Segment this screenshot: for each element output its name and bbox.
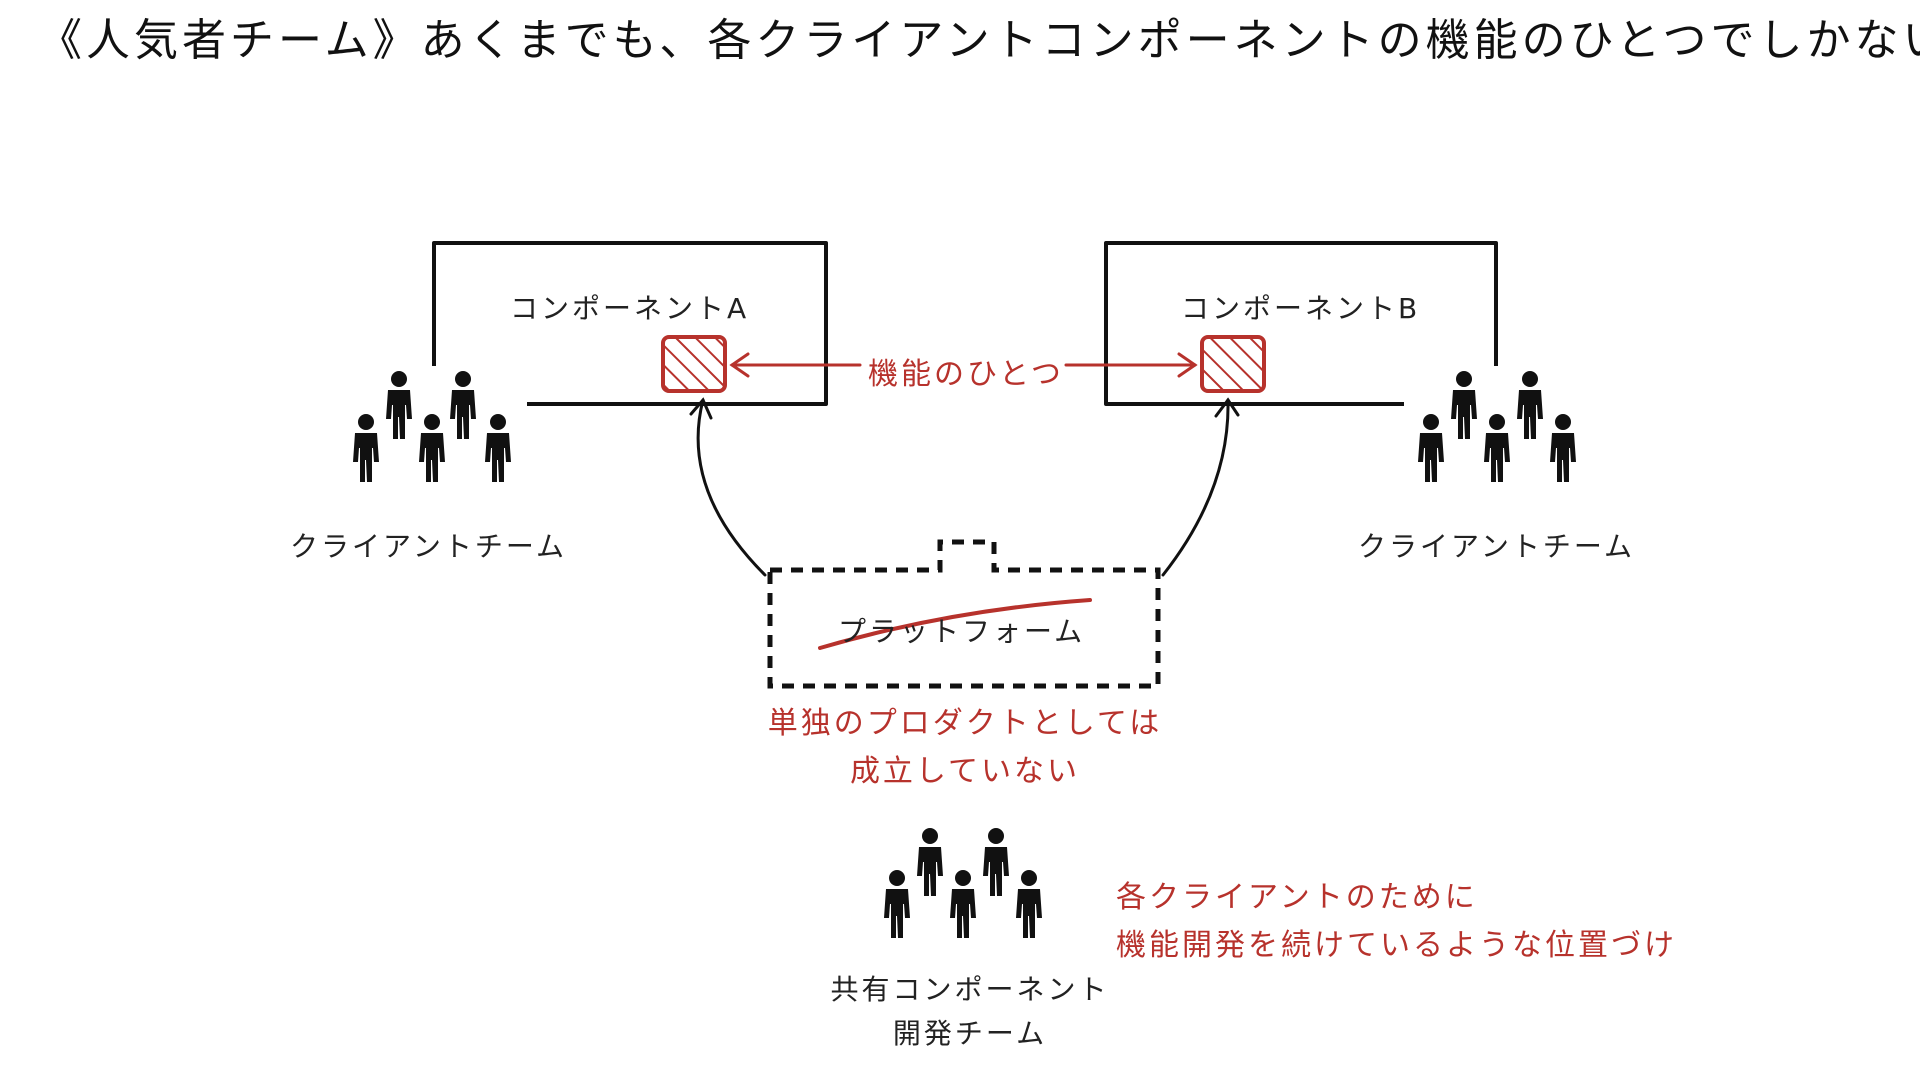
shared-team-label: 共有コンポーネント 開発チーム (790, 968, 1150, 1052)
platform-label: プラットフォーム (838, 615, 1086, 648)
client-team-left-people (353, 371, 511, 482)
platform-strike (818, 598, 1092, 650)
shared-team-label-line1: 共有コンポーネント (830, 973, 1110, 1006)
client-team-right-people (1418, 371, 1576, 482)
platform-arrows (689, 397, 1240, 577)
client-team-left-label: クライアントチーム (290, 530, 568, 563)
shared-team-people (884, 828, 1042, 938)
platform-box (767, 539, 1161, 689)
feature-arrows (729, 352, 1198, 378)
shared-team-note-line1: 各クライアントのために (1116, 880, 1478, 915)
shared-team-note: 各クライアントのために 機能開発を続けているような位置づけ (1116, 872, 1677, 964)
component-a-label: コンポーネントA (510, 292, 750, 325)
platform-note-line1: 単独のプロダクトとしては (767, 706, 1163, 741)
platform-note-line2: 成立していない (849, 754, 1081, 789)
component-b-box (1104, 241, 1498, 406)
component-a-box (432, 241, 828, 406)
feature-label: 機能のひとつ (868, 357, 1064, 392)
client-team-right-label: クライアントチーム (1358, 530, 1636, 563)
slide-title: 《人気者チーム》あくまでも、各クライアントコンポーネントの機能のひとつでしかない (38, 15, 1920, 66)
shared-team-note-line2: 機能開発を続けているような位置づけ (1116, 928, 1677, 963)
shared-team-label-line2: 開発チーム (892, 1017, 1048, 1050)
component-b-label: コンポーネントB (1181, 292, 1421, 325)
feature-square-b (1200, 335, 1266, 393)
feature-square-a (661, 335, 727, 393)
platform-note: 単独のプロダクトとしては 成立していない (720, 698, 1210, 790)
